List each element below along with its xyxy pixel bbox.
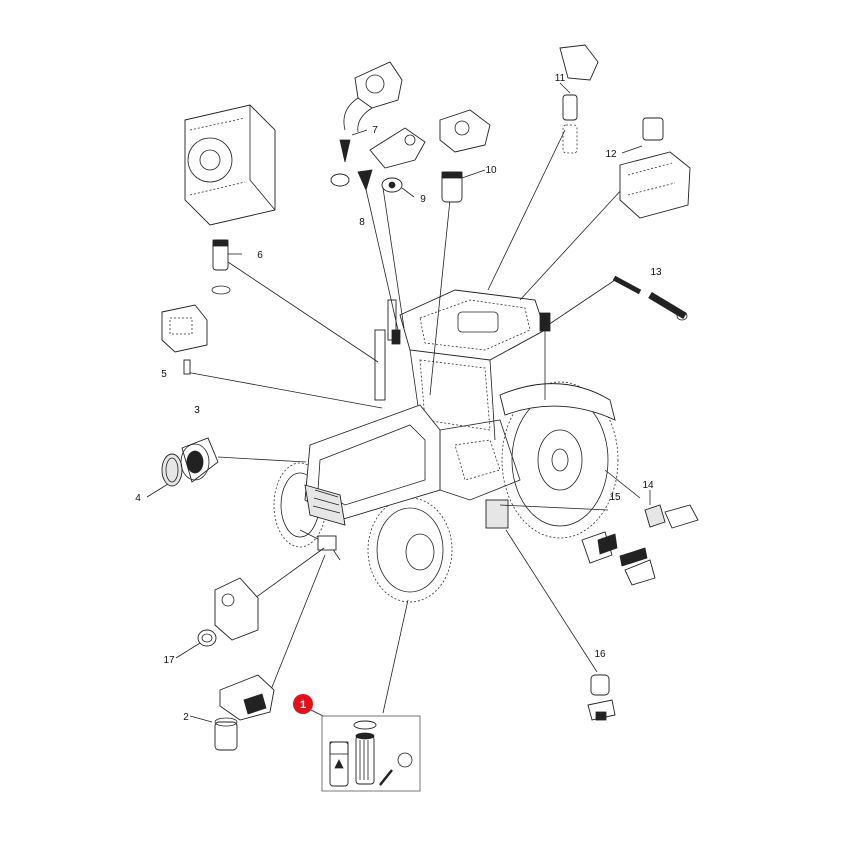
callout-4[interactable]: 4 (135, 493, 141, 504)
strut-icon (612, 275, 688, 321)
filter-kit-box (321, 715, 421, 792)
callout-15[interactable]: 15 (609, 492, 621, 503)
turbo-housing-icon (330, 61, 403, 187)
callout-11[interactable]: 11 (555, 73, 566, 84)
filter-6-icon (211, 239, 231, 295)
callout-number: 1 (300, 699, 306, 711)
callout-3[interactable]: 3 (194, 405, 200, 416)
callout-8[interactable]: 8 (359, 217, 365, 228)
callout-2[interactable]: 2 (183, 712, 189, 723)
filter-head-icon (214, 674, 275, 751)
filter-16-icon (587, 674, 616, 721)
callout-1[interactable]: 1 (293, 694, 313, 714)
callout-7[interactable]: 7 (372, 125, 378, 136)
tractor-illustration (273, 289, 619, 603)
bracket-11-icon (559, 44, 599, 154)
callout-17[interactable]: 17 (163, 655, 175, 666)
callout-10[interactable]: 10 (485, 165, 497, 176)
callout-6[interactable]: 6 (257, 250, 263, 261)
highlight-badge (293, 694, 313, 714)
callout-13[interactable]: 13 (650, 267, 662, 278)
valve-block-icon (619, 117, 691, 219)
breather-icon (357, 127, 426, 193)
gearbox-17-icon (197, 577, 259, 647)
callout-9[interactable]: 9 (420, 194, 426, 205)
callout-16[interactable]: 16 (594, 649, 606, 660)
pump-icon (439, 109, 491, 203)
transmission-unit-icon (184, 104, 276, 226)
callout-12[interactable]: 12 (605, 149, 617, 160)
cab-filter-icon (581, 504, 699, 586)
leader-lines (146, 82, 651, 723)
air-filter-icon (161, 437, 219, 487)
callout-labels: 1 2 3 4 5 6 7 8 9 10 11 12 13 14 15 16 1… (135, 73, 662, 723)
callout-14[interactable]: 14 (642, 480, 654, 491)
hydraulic-block-icon (161, 304, 208, 375)
callout-5[interactable]: 5 (161, 369, 167, 380)
